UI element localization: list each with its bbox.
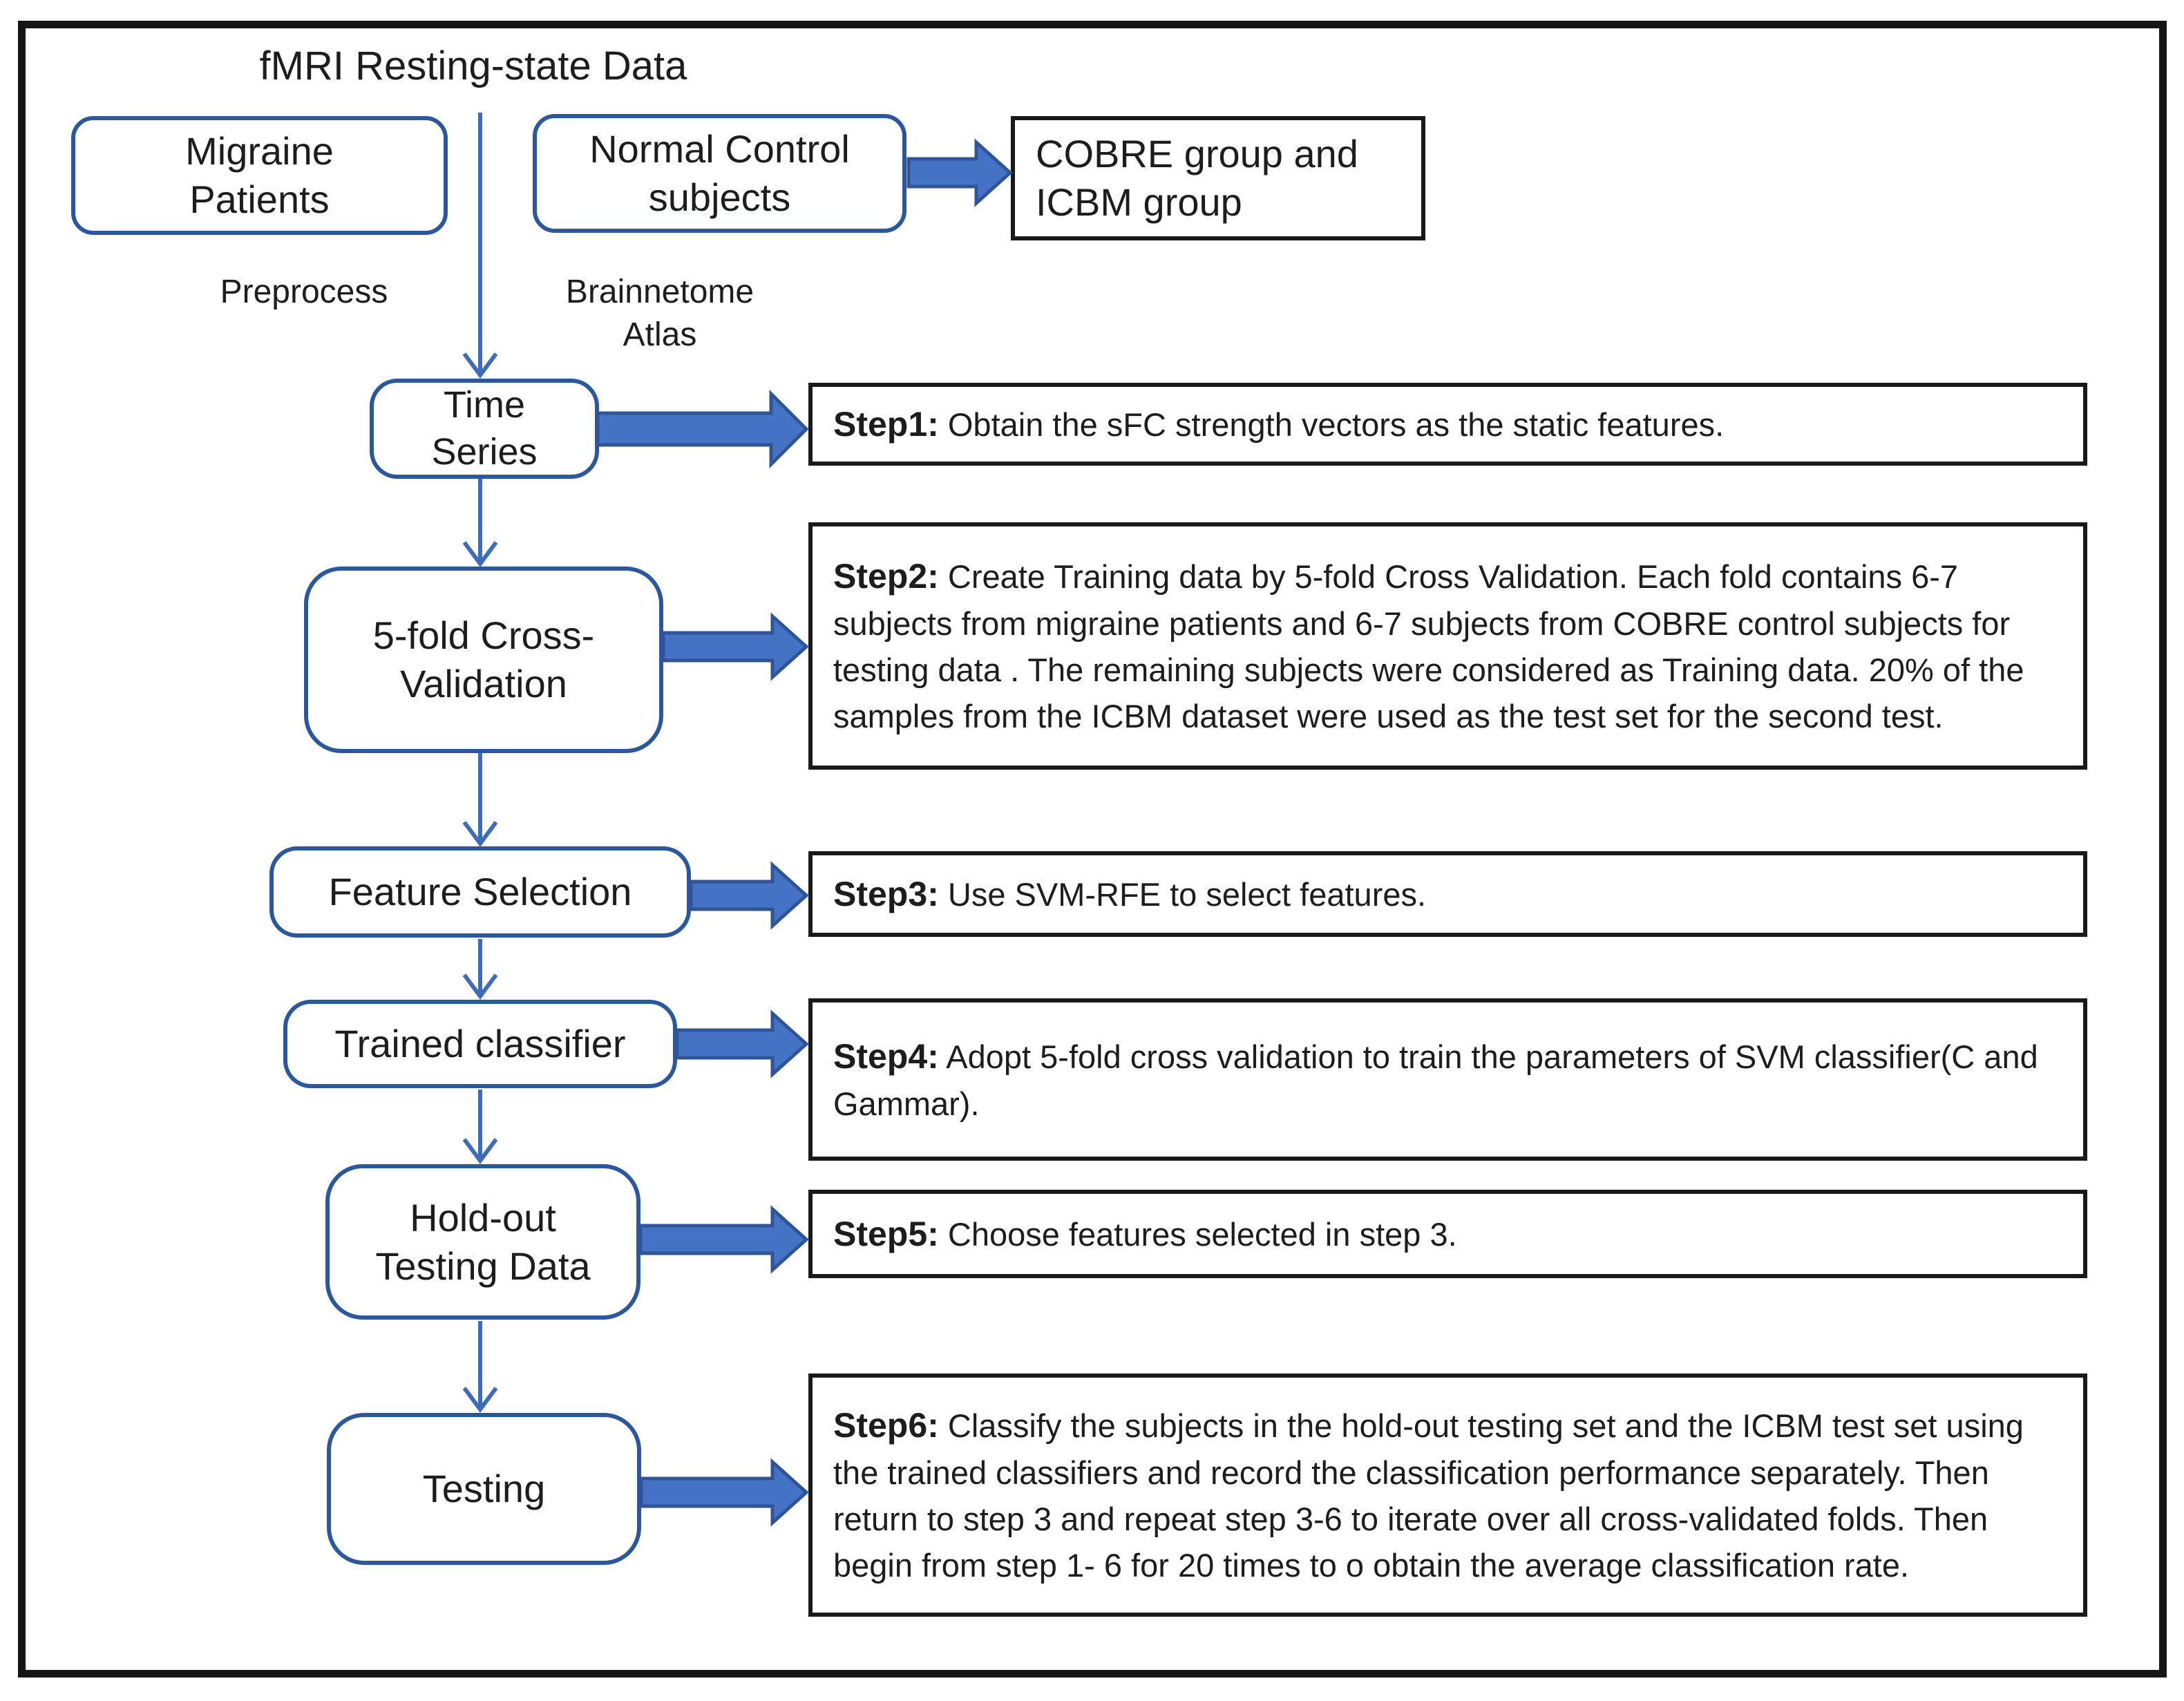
node-hold-out-testing-data: Hold-out Testing Data [325, 1164, 640, 1320]
step1-box: Step1: Obtain the sFC strength vectors a… [808, 383, 2087, 466]
step4-label: Step4: [833, 1036, 939, 1076]
arrow-trained-classifier-to-holdout-icon [462, 1090, 498, 1165]
step4-text: Adopt 5-fold cross validation to train t… [833, 1038, 2038, 1122]
node-feature-selection: Feature Selection [269, 846, 691, 938]
node-time-series-label: Time Series [431, 384, 538, 473]
step5-box: Step5: Choose features selected in step … [808, 1190, 2087, 1278]
node-testing-label: Testing [422, 1467, 546, 1510]
step3-label: Step3: [833, 874, 939, 913]
arrow-trained-classifier-to-step4-icon [675, 1009, 809, 1078]
arrow-testing-to-step6-icon [639, 1458, 809, 1527]
step2-label: Step2: [833, 557, 939, 596]
node-cobre-icbm-group-label: COBRE group and ICBM group [1036, 132, 1358, 224]
arrow-feature-selection-to-step3-icon [689, 861, 809, 930]
node-normal-control-subjects-label: Normal Control subjects [589, 127, 850, 219]
step2-text: Create Training data by 5-fold Cross Val… [833, 558, 2024, 734]
step1-text: Obtain the sFC strength vectors as the s… [947, 406, 1725, 443]
label-brainnetome-atlas: Brainnetome Atlas [565, 274, 754, 354]
step5-text: Choose features selected in step 3. [947, 1215, 1457, 1253]
diagram-title: fMRI Resting-state Data [259, 44, 687, 88]
node-testing: Testing [327, 1413, 641, 1565]
arrow-holdout-to-testing-icon [462, 1321, 498, 1414]
step6-box: Step6: Classify the subjects in the hold… [808, 1374, 2087, 1617]
arrow-crossvalidation-to-feature-selection-icon [462, 753, 498, 848]
arrow-time-series-to-step1-icon [596, 389, 809, 469]
label-preprocess: Preprocess [220, 274, 388, 310]
step2-box: Step2: Create Training data by 5-fold Cr… [808, 522, 2087, 770]
node-feature-selection-label: Feature Selection [328, 870, 632, 913]
step1-label: Step1: [833, 404, 939, 444]
node-time-series: Time Series [370, 379, 599, 479]
node-5fold-cross-validation: 5-fold Cross- Validation [304, 567, 663, 753]
outer-border [18, 21, 2167, 1678]
arrow-holdout-to-step5-icon [638, 1205, 809, 1274]
step3-text: Use SVM-RFE to select features. [947, 875, 1427, 913]
arrow-normal-control-to-cobre-icon [906, 138, 1013, 207]
node-trained-classifier-label: Trained classifier [334, 1022, 626, 1065]
node-hold-out-testing-data-label: Hold-out Testing Data [375, 1195, 591, 1288]
arrow-feature-selection-to-trained-classifier-icon [462, 939, 498, 1000]
node-migraine-patients-label: Migraine Patients [185, 129, 334, 221]
arrow-data-to-time-series-icon [462, 113, 498, 379]
step6-text: Classify the subjects in the hold-out te… [833, 1407, 2024, 1584]
arrow-crossvalidation-to-step2-icon [661, 612, 809, 681]
step5-label: Step5: [833, 1214, 939, 1253]
step4-box: Step4: Adopt 5-fold cross validation to … [808, 998, 2087, 1161]
node-cobre-icbm-group: COBRE group and ICBM group [1011, 116, 1425, 240]
node-5fold-cross-validation-label: 5-fold Cross- Validation [372, 614, 595, 705]
step6-label: Step6: [833, 1406, 939, 1445]
arrow-time-series-to-crossvalidation-icon [462, 479, 498, 568]
step3-box: Step3: Use SVM-RFE to select features. [808, 851, 2087, 937]
node-migraine-patients: Migraine Patients [71, 116, 448, 235]
node-trained-classifier: Trained classifier [283, 1000, 677, 1088]
node-normal-control-subjects: Normal Control subjects [533, 114, 906, 233]
